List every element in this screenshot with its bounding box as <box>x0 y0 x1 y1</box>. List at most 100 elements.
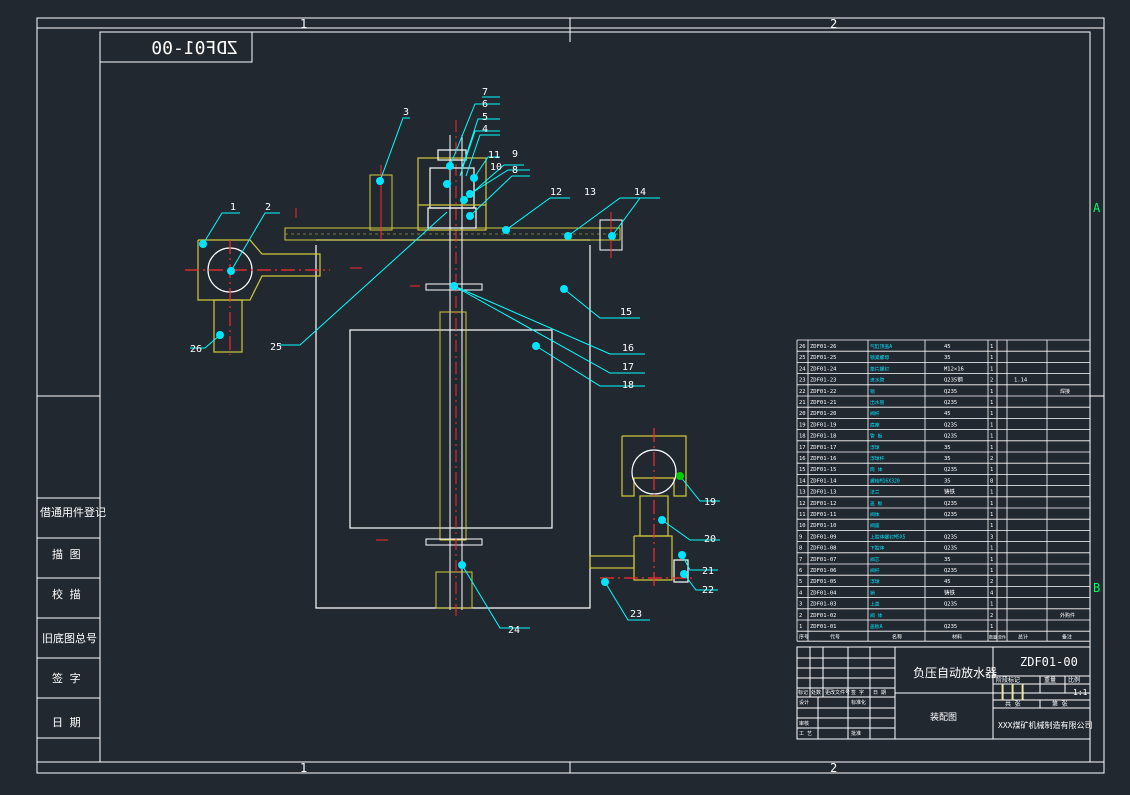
callout-7: 7 <box>482 87 488 98</box>
bom-cell-qty: 8 <box>990 478 993 484</box>
company-name: XXX煤矿机械制造有限公司 <box>998 720 1092 730</box>
bom-cell-qty: 1 <box>990 557 993 563</box>
bom-cell-code: ZDF01-15 <box>810 467 837 473</box>
callout-16: 16 <box>622 343 634 354</box>
col-mark: 标记 <box>798 689 808 696</box>
bom-cell-qty: 1 <box>990 624 993 630</box>
bom-cell-code: ZDF01-05 <box>810 579 837 585</box>
bom-cell-code: ZDF01-02 <box>810 613 837 619</box>
bom-cell-no: 9 <box>799 534 802 540</box>
bom-cell-material: 45 <box>944 579 951 585</box>
stage-label: 阶段标记 <box>996 676 1020 684</box>
bom-cell-qty: 1 <box>990 389 993 395</box>
bom-cell-qty: 2 <box>990 456 993 462</box>
title-block-text: 负压自动放水器 ZDF01-00 装配图 XXX煤矿机械制造有限公司 阶段标记 … <box>798 655 1092 737</box>
callout-12: 12 <box>550 187 562 198</box>
bom-cell-qty: 1 <box>990 411 993 417</box>
bom-cell-name: 气缸顶盖A <box>870 343 892 350</box>
bom-cell-no: 26 <box>799 344 806 350</box>
bom-cell-material: 45 <box>944 411 951 417</box>
left-valve <box>185 239 330 355</box>
scale-value: 1:1 <box>1073 688 1088 697</box>
bom-cell-material: 35 <box>944 355 951 361</box>
bom-cell-material: Q235 <box>944 568 957 574</box>
bom-cell-no: 2 <box>799 613 802 619</box>
callout-numbers: 1 2 3 4 5 6 7 8 9 10 11 12 13 14 15 16 1… <box>190 87 716 636</box>
bom-cell-code: ZDF01-12 <box>810 501 837 507</box>
bom-cell-no: 16 <box>799 456 806 462</box>
side-label-4: 签 字 <box>52 671 81 685</box>
scale-label: 比例 <box>1068 676 1080 684</box>
drawing-type: 装配图 <box>930 711 957 723</box>
bom-cell-name: 筒 体 <box>870 466 883 473</box>
inlet-tube <box>369 165 393 240</box>
bom-cell-qty: 1 <box>990 400 993 406</box>
callout-17: 17 <box>622 362 634 373</box>
mirrored-drawing-code: ZDF01-00 <box>151 38 238 59</box>
callout-4: 4 <box>482 124 488 135</box>
bom-cell-name: 浮球 <box>870 578 880 585</box>
bom-cell-qty: 1 <box>990 434 993 440</box>
callout-21: 21 <box>702 566 714 577</box>
mirrored-code-box: ZDF01-00 <box>99 31 253 63</box>
bom-cell-code: ZDF01-20 <box>810 411 837 417</box>
bom-cell-name: 盖 板 <box>870 500 883 507</box>
bom-cell-material: Q235 <box>944 400 957 406</box>
title-drawing-code: ZDF01-00 <box>1020 655 1078 669</box>
design-label: 设计 <box>799 699 809 706</box>
bom-cell-name: 垫片螺钉 <box>870 365 889 372</box>
bom-cell-material: 45 <box>944 344 951 350</box>
bom-cell-qty: 1 <box>990 602 993 608</box>
center-marks <box>295 208 420 541</box>
bom-header-name: 名称 <box>892 634 902 641</box>
bom-header-qty: 数量 <box>989 634 997 640</box>
bom-cell-qty: 1 <box>990 568 993 574</box>
bom-cell-material: Q235 <box>944 467 957 473</box>
callout-14: 14 <box>634 187 646 198</box>
side-labels: 借通用件登记 描 图 校 描 旧底图总号 签 字 日 期 <box>40 505 106 729</box>
bom-header-code: 代号 <box>830 634 840 641</box>
callout-20: 20 <box>704 534 716 545</box>
bom-cell-code: ZDF01-26 <box>810 344 837 350</box>
side-label-3: 旧底图总号 <box>42 631 97 645</box>
bom-cell-code: ZDF01-01 <box>810 624 837 630</box>
bom-cell-extra: 外购件 <box>1060 612 1075 619</box>
bom-cell-name: 阀杆 <box>870 567 880 574</box>
bom-cell-material: M12×16 <box>944 366 964 372</box>
bom-cell-no: 23 <box>799 378 806 384</box>
bom-cell-code: ZDF01-09 <box>810 534 837 540</box>
bom-cell-qty: 4 <box>990 590 994 596</box>
col-count: 处数 <box>811 689 821 696</box>
bom-cell-name: 螺栓M16X320 <box>870 477 900 484</box>
bom-cell-material: Q235 <box>944 501 957 507</box>
bom-cell-qty: 1 <box>990 366 993 372</box>
bom-cell-code: ZDF01-13 <box>810 490 837 496</box>
bom-cell-material: 35 <box>944 557 951 563</box>
check-label: 审核 <box>799 720 809 727</box>
bom-cell-no: 15 <box>799 467 806 473</box>
col-date: 日 期 <box>873 690 886 696</box>
side-label-5: 日 期 <box>52 716 81 729</box>
right-valve <box>589 428 696 590</box>
bom-cell-material: 铸铁 <box>944 588 956 596</box>
bom-cell-code: ZDF01-06 <box>810 568 837 574</box>
bom-cell-name: 管 板 <box>870 433 883 440</box>
bom-cell-material: Q235 <box>944 389 957 395</box>
callout-23: 23 <box>630 609 642 620</box>
bom-cell-no: 5 <box>799 579 802 585</box>
bom-cell-name: 上盖 <box>870 601 880 608</box>
bom-header-note: 备注 <box>1062 634 1072 641</box>
bom-cell-code: ZDF01-25 <box>810 355 837 361</box>
bom-cell-material: Q235 <box>944 624 957 630</box>
bom-cell-material: 铸铁 <box>944 488 956 496</box>
bom-cell-code: ZDF01-08 <box>810 546 837 552</box>
callout-9: 9 <box>512 149 518 160</box>
side-label-2: 校 描 <box>52 587 81 601</box>
bom-cell-name: 进水管 <box>870 377 885 384</box>
bom-cell-no: 21 <box>799 400 806 406</box>
callout-13: 13 <box>584 187 596 198</box>
bom-cell-name: 销 <box>870 589 875 596</box>
bom-cell-code: ZDF01-17 <box>810 445 837 451</box>
bom-cell-code: ZDF01-07 <box>810 557 837 563</box>
